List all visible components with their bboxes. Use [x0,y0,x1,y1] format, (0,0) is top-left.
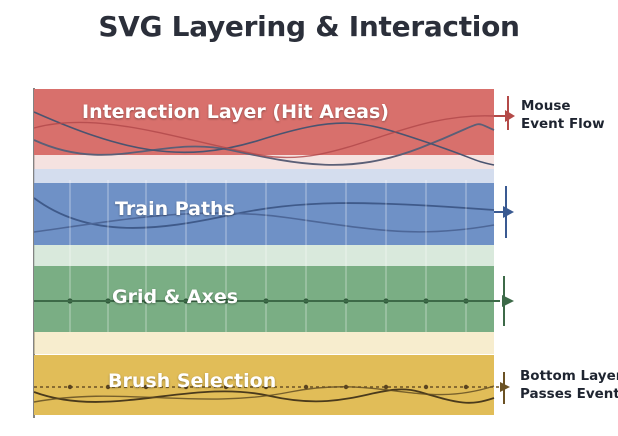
interaction-curve-2 [33,111,495,166]
grid-axes-label: Grid & Axes [112,286,239,308]
mouse-flow-arrowhead [505,110,515,122]
interaction-layer-fade [34,155,494,169]
brush-selection-rect [34,355,494,415]
brush-curve-2 [33,385,495,403]
interaction-layer-label: Interaction Layer (Hit Areas) [82,101,389,123]
train-paths-top-shade [34,169,494,185]
bottom-label-line-1: Bottom Layer [520,368,618,384]
mouse-label-line-1: Mouse [521,98,571,114]
brush-curve-1 [33,388,495,404]
interaction-curve-1 [33,123,495,166]
bottom-label-line-2: Passes Events [520,386,618,402]
brush-top-shade [34,332,494,354]
mouse-event-flow-label: Mouse Event Flow [521,97,605,133]
interaction-layer-rect [34,89,494,155]
brush-node-4 [223,384,229,390]
brush-node-6 [303,384,309,390]
train-path-2 [33,212,495,233]
grid-axes-rect [34,266,494,332]
interaction-layer-band [33,89,515,169]
train-flow-arrowhead [503,206,514,218]
brush-selection-label: Brush Selection [108,370,277,392]
interaction-curve-3 [33,115,495,159]
brush-node-7 [343,384,349,390]
brush-node-5 [263,384,269,390]
mouse-label-line-2: Event Flow [521,116,605,132]
brush-node-8 [383,384,389,390]
train-path-1 [33,197,495,229]
brush-node-0 [67,384,73,390]
grid-top-shade [34,245,494,267]
bottom-layer-label: Bottom Layer Passes Events [520,367,618,403]
brush-selection-band [33,332,510,415]
diagram-title: SVG Layering & Interaction [98,10,520,43]
brush-node-10 [463,384,469,390]
grid-axes-band [34,180,514,412]
brush-node-2 [143,384,149,390]
brush-node-9 [423,384,429,390]
train-paths-label: Train Paths [115,198,235,220]
train-paths-band [33,169,514,245]
brush-node-1 [105,384,111,390]
train-paths-rect [34,183,494,245]
brush-node-3 [183,384,189,390]
